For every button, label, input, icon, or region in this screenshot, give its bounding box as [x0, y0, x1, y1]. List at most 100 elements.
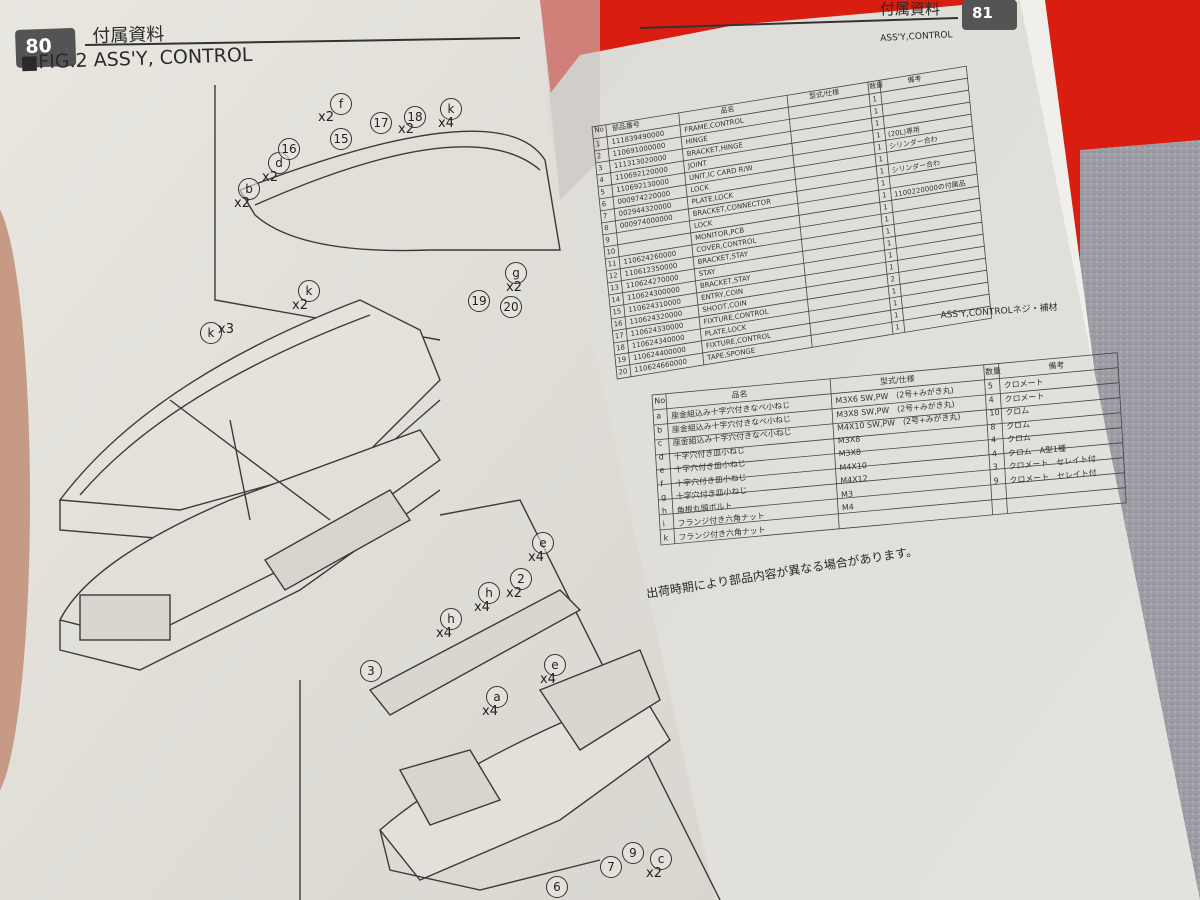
table1-cell: 2	[890, 275, 896, 284]
callout-quantity: x2	[262, 170, 278, 185]
callout-quantity: x4	[474, 600, 490, 615]
callout-circle: f	[330, 93, 352, 115]
table1-cell: 7	[602, 211, 608, 221]
table2-cell: 8	[990, 421, 996, 432]
table2-cell: h	[661, 505, 668, 516]
callout-quantity: x2	[506, 586, 522, 601]
callout-quantity: x4	[528, 550, 544, 565]
table2-cell: i	[662, 519, 666, 529]
table1-cell: 1	[881, 191, 887, 200]
table2-cell: b	[656, 424, 663, 435]
table1-cell: 1	[878, 155, 884, 164]
table1-cell: LOCK	[693, 219, 713, 231]
table1-header: 品名	[720, 104, 735, 116]
table1-cell: 14	[610, 295, 621, 305]
table1-cell: 1	[887, 251, 893, 260]
callout-quantity: x4	[482, 704, 498, 719]
table2-cell: k	[663, 532, 669, 543]
table1-cell: 20	[618, 367, 628, 377]
table2-cell: d	[658, 451, 664, 462]
table1-cell: 19	[616, 355, 627, 365]
callout-circle: 9	[622, 842, 644, 864]
table1-cell: STAY	[698, 267, 716, 279]
callout-circle: k	[200, 322, 222, 344]
callout-circle: b	[238, 178, 260, 200]
table1-cell: 1	[876, 143, 883, 152]
table2-cell: 4	[990, 435, 997, 445]
table1-cell: 3	[597, 163, 603, 173]
table2-cell: 9	[993, 475, 999, 486]
table1-grid	[591, 65, 992, 380]
callout-circle: 16	[278, 138, 300, 160]
table1-cell: LOCK	[690, 183, 710, 195]
table1-cell: 17	[614, 331, 625, 341]
table2-cell: M4X12	[840, 473, 868, 486]
callout-quantity: x2	[318, 110, 334, 125]
callout-circle: 15	[330, 128, 352, 150]
table2-cell: g	[660, 492, 667, 502]
table1-cell: 1	[874, 119, 880, 128]
table1-header: No	[593, 125, 605, 135]
table1-cell: 15	[612, 307, 622, 317]
table1-cell: 13	[609, 283, 620, 293]
callout-circle: 7	[600, 856, 622, 878]
table1-cell: 16	[613, 319, 623, 329]
table2-cell: a	[655, 411, 662, 421]
table2-cell: e	[659, 465, 665, 475]
table1-cell: 9	[604, 235, 611, 245]
table1-cell: 2	[596, 151, 602, 161]
table1-cell: 18	[615, 343, 626, 353]
callout-quantity: x2	[292, 298, 308, 313]
callout-quantity: x3	[218, 322, 234, 337]
callout-circle: 20	[500, 296, 522, 318]
table2-grid	[651, 352, 1127, 546]
table1-cell: 1	[595, 139, 601, 149]
callout-circle: c	[650, 848, 672, 870]
table2-header: 型式/仕様	[879, 374, 915, 387]
table2-cell: M3X8	[838, 447, 862, 459]
table1-cell: 1	[879, 167, 885, 176]
table2-cell: c	[657, 438, 663, 448]
table2-header: No	[654, 395, 666, 406]
table1-cell: 1	[885, 227, 891, 236]
table1-cell: 1	[892, 299, 898, 308]
table1-cell: 12	[608, 271, 619, 281]
table1-cell: 1	[873, 107, 879, 116]
table2-header: 数量	[984, 366, 1002, 377]
callout-circle: e	[532, 532, 554, 554]
table2-header: 品名	[731, 389, 748, 400]
callout-circle: a	[486, 686, 508, 708]
table1-cell: 4	[598, 175, 605, 185]
page81-tab	[962, 0, 1017, 30]
callout-circle: h	[440, 608, 462, 630]
callout-quantity: x2	[398, 122, 414, 137]
table1-cell: 8	[603, 223, 609, 233]
section-title-right: 付属資料	[880, 0, 941, 18]
callout-circle: 6	[546, 876, 568, 898]
callout-quantity: x4	[540, 672, 556, 687]
callout-circle: 3	[360, 660, 382, 682]
table2-cell: 5	[987, 381, 994, 391]
table1-header: 備考	[907, 74, 922, 85]
hand	[0, 209, 30, 791]
table1-cell: 1	[888, 263, 895, 272]
callout-circle: k	[298, 280, 320, 302]
callout-circle: 2	[510, 568, 532, 590]
table2-header: 備考	[1048, 360, 1065, 371]
callout-circle: 17	[370, 112, 392, 134]
table1-header: 数量	[868, 80, 884, 92]
page80-tab	[15, 28, 77, 68]
table1-cell: 1	[893, 311, 899, 320]
section-title-left: 付属資料	[92, 24, 165, 47]
table1-cell: 1	[886, 239, 892, 248]
callout-circle: 19	[468, 290, 490, 312]
callout-quantity: x4	[436, 626, 452, 641]
table1-cell: 1	[882, 203, 889, 212]
table1-cell: 1	[880, 179, 886, 188]
callout-quantity: x2	[234, 196, 250, 211]
table2-cell: M4	[841, 502, 855, 513]
table1-cell: 10	[606, 247, 616, 257]
table2-cell: M3X8	[837, 433, 861, 445]
